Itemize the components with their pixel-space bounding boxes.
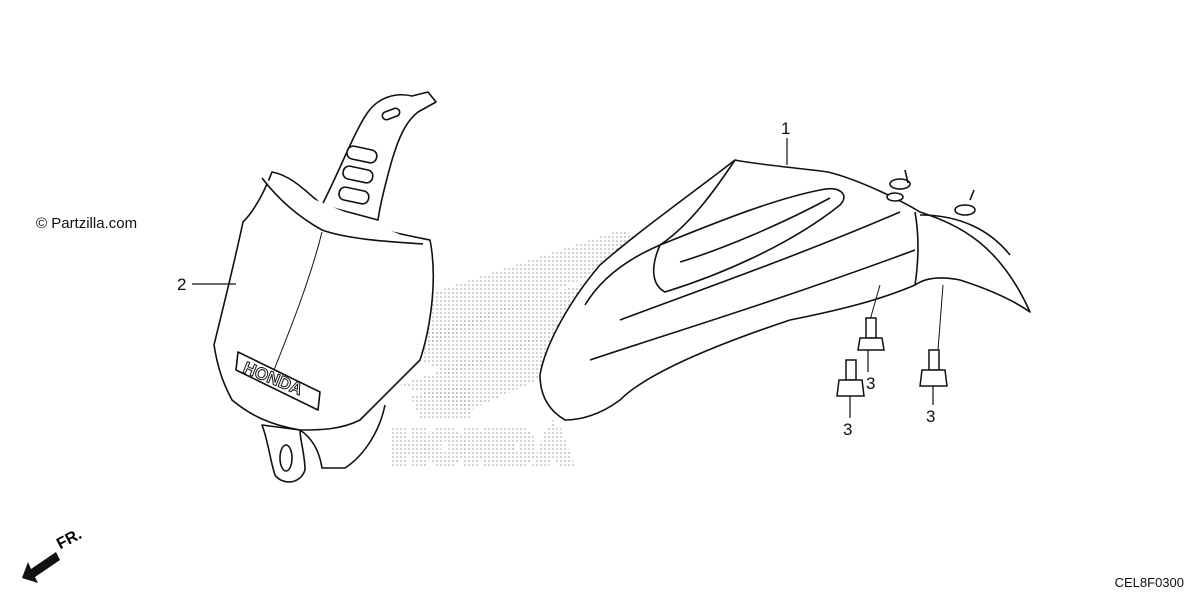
callout-2[interactable]: 2 [177, 275, 187, 294]
diagram-code: CEL8F0300 [1114, 575, 1184, 590]
watermark: © Partzilla.com [36, 215, 138, 232]
bolt-part-b[interactable] [836, 359, 865, 397]
front-fender-part[interactable] [539, 159, 1031, 421]
bolt-part-a[interactable] [857, 317, 885, 351]
callout-3c[interactable]: 3 [926, 407, 936, 426]
bolt-part-c[interactable] [919, 349, 948, 387]
front-direction-arrow-icon [22, 552, 60, 583]
callout-3a[interactable]: 3 [866, 374, 876, 393]
callout-leaders [192, 138, 934, 418]
callout-1[interactable]: 1 [781, 119, 791, 138]
callout-3b[interactable]: 3 [843, 420, 853, 439]
background-honda-text: HONDA [392, 423, 573, 472]
number-plate-part[interactable]: HONDA [213, 91, 437, 483]
